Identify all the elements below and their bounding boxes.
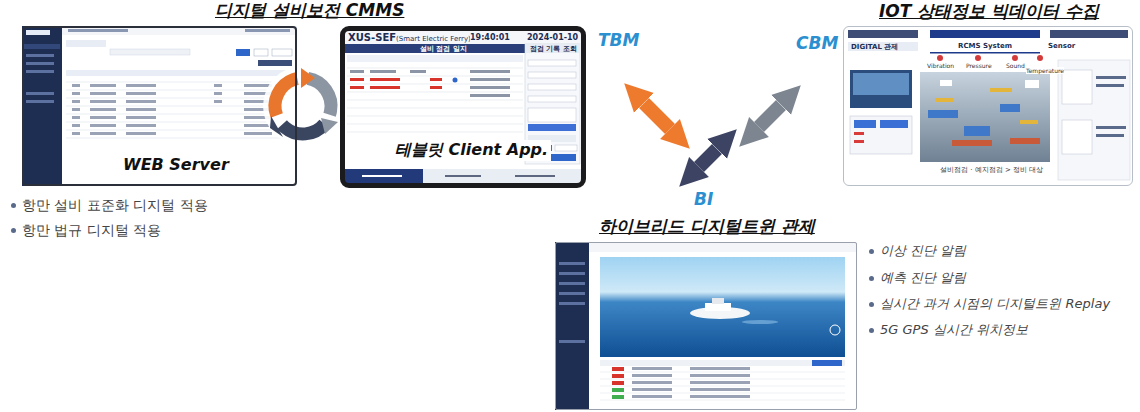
bullet-text: 실시간 과거 시점의 디지털트윈 Replay: [880, 296, 1110, 312]
web-screenshot: WEB Server: [22, 26, 297, 186]
screen-title: XUS-SEF: [348, 32, 396, 44]
bullet-dot: [869, 249, 874, 254]
screen-text: 2024-01-10: [527, 33, 578, 43]
tbm-arrow: [644, 103, 670, 129]
twin-screenshot-art: [555, 242, 857, 410]
bullet-text: 이상 진단 알림: [880, 243, 966, 259]
bullet-text: 항만 설비 표준화 디지털 적용: [22, 197, 208, 214]
section-heading: 하이브리드 디지털트윈 관제: [599, 215, 815, 238]
bullet-dot: [869, 328, 874, 333]
screen-text: 점검 기록 조회: [530, 45, 577, 53]
bullet-dot: [11, 228, 16, 233]
screen-text: (Smart Electric Ferry): [396, 35, 471, 43]
bi-arrow: [699, 149, 717, 167]
screen-text: 설비 점검 일지: [420, 45, 467, 53]
screen-text: DIGITAL 관제: [851, 43, 898, 51]
screen-text: RCMS System: [958, 42, 1012, 50]
screen-text: 설비점검 · 예지점검 > 정비 대상: [940, 166, 1043, 174]
iot-screenshot-art: [843, 26, 1133, 186]
screen-caption: 테블릿 Client App.: [392, 140, 551, 161]
sensor-text: Vibration: [927, 62, 954, 69]
bullet-text: 5G GPS 실시간 위치정보: [880, 322, 1028, 338]
sensor-text: Temperature: [1026, 67, 1064, 74]
screen-text: 19:40:01: [470, 33, 510, 43]
method-label: CBM: [796, 33, 838, 53]
section-heading: IOT 상태정보 빅데이터 수집: [879, 0, 1099, 23]
bullet-text: 예측 진단 알림: [880, 270, 966, 286]
section-heading: 디지털 설비보전 CMMS: [215, 0, 404, 20]
cycle-icon: [263, 66, 343, 146]
screen-text: Sensor: [1048, 42, 1075, 50]
web-screenshot-art: [22, 26, 297, 186]
tablet-screenshot-art: [345, 31, 581, 183]
bullet-dot: [869, 276, 874, 281]
sensor-text: Sound: [1006, 62, 1025, 69]
method-label: BI: [694, 189, 713, 209]
bullet-dot: [869, 302, 874, 307]
method-label: TBM: [598, 30, 639, 50]
screen-caption: WEB Server: [120, 155, 232, 174]
cbm-arrow: [759, 105, 781, 127]
bullet-text: 항만 법규 디지털 적용: [22, 222, 161, 239]
bullet-dot: [11, 203, 16, 208]
twin-screenshot: 하이브리드 디지털트윈 관제: [555, 242, 857, 410]
sensor-text: Pressure: [966, 62, 992, 69]
